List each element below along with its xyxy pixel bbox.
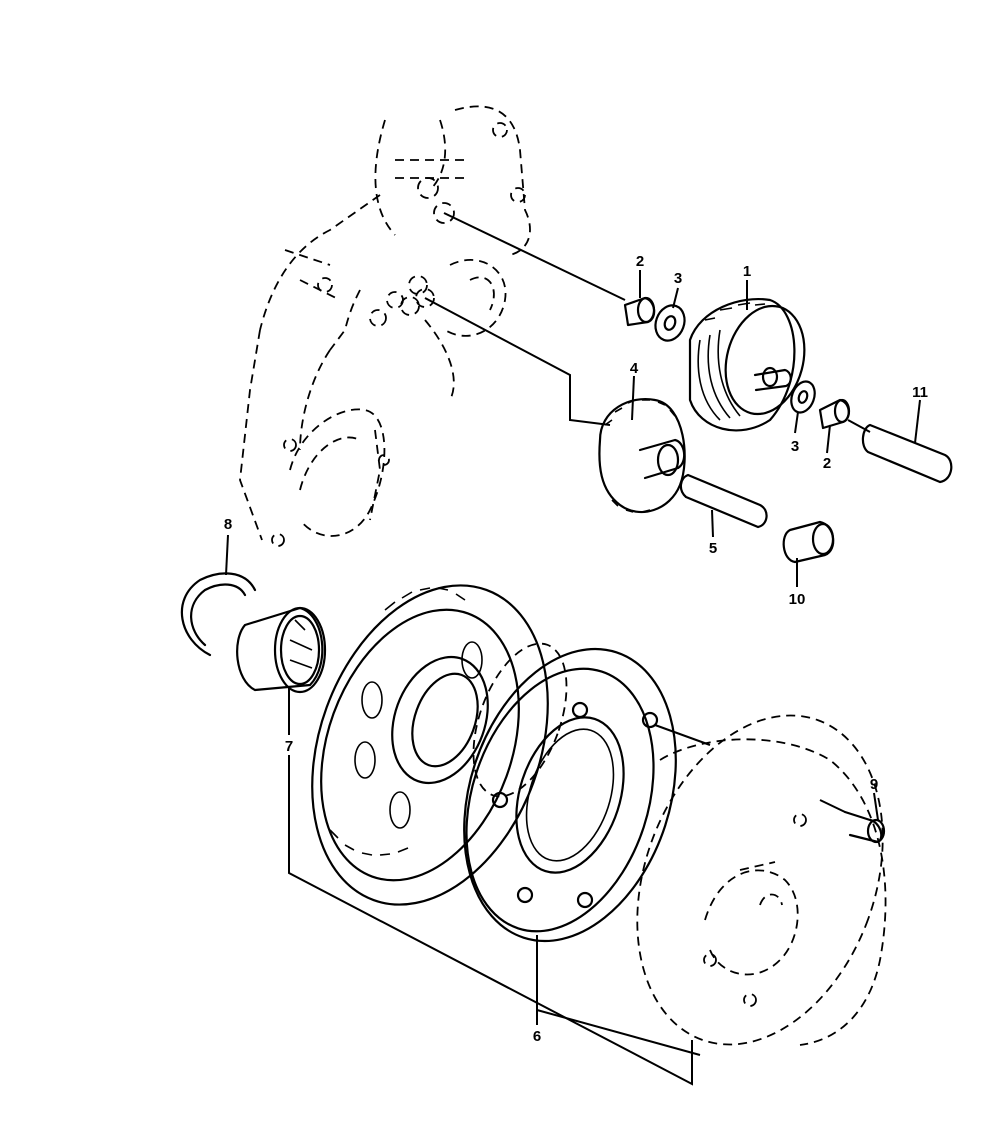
leader-7-bracket <box>288 755 693 1086</box>
needle-bearing <box>236 606 327 694</box>
callout-3-lower: 3 <box>791 438 799 455</box>
leader-3a <box>672 287 679 309</box>
callout-4: 4 <box>630 360 639 377</box>
leader-3b <box>794 411 799 434</box>
leader-2b <box>826 424 831 454</box>
leader-4 <box>631 375 635 421</box>
leader-11 <box>914 399 921 444</box>
callout-2-upper: 2 <box>636 253 644 270</box>
bolt <box>819 799 886 844</box>
clutch-gear-cluster <box>688 298 806 432</box>
sleeve <box>782 520 835 564</box>
engine-case-outline <box>239 105 531 547</box>
callout-2-lower: 2 <box>823 455 831 472</box>
callout-1: 1 <box>743 263 751 280</box>
callout-10: 10 <box>789 591 806 608</box>
leader-lines <box>225 270 921 1086</box>
callout-3-upper: 3 <box>674 270 682 287</box>
washer-lower <box>790 380 816 414</box>
callout-11: 11 <box>912 384 928 401</box>
bushing-lower <box>818 398 851 430</box>
one-way-clutch <box>463 647 711 943</box>
callout-6: 6 <box>533 1028 541 1045</box>
callout-8: 8 <box>224 516 232 533</box>
idler-gear <box>598 397 686 514</box>
rotor-outline <box>636 714 887 1046</box>
callout-7: 7 <box>285 738 293 755</box>
shaft-upper <box>847 419 953 484</box>
pin-lower <box>679 473 768 529</box>
driven-gear <box>311 584 568 906</box>
leader-9 <box>873 792 879 821</box>
circlip <box>180 572 257 657</box>
bushing-upper <box>623 296 656 327</box>
leader-8 <box>225 534 229 576</box>
leader-6-rotor <box>536 1009 701 1056</box>
callout-labels: 1 2 3 3 2 11 4 5 10 8 7 9 6 <box>224 253 928 1045</box>
washer-upper <box>654 304 686 342</box>
callout-5: 5 <box>709 540 717 557</box>
alignment-lines <box>424 212 626 426</box>
leader-5 <box>711 509 714 538</box>
callout-9: 9 <box>870 776 878 793</box>
